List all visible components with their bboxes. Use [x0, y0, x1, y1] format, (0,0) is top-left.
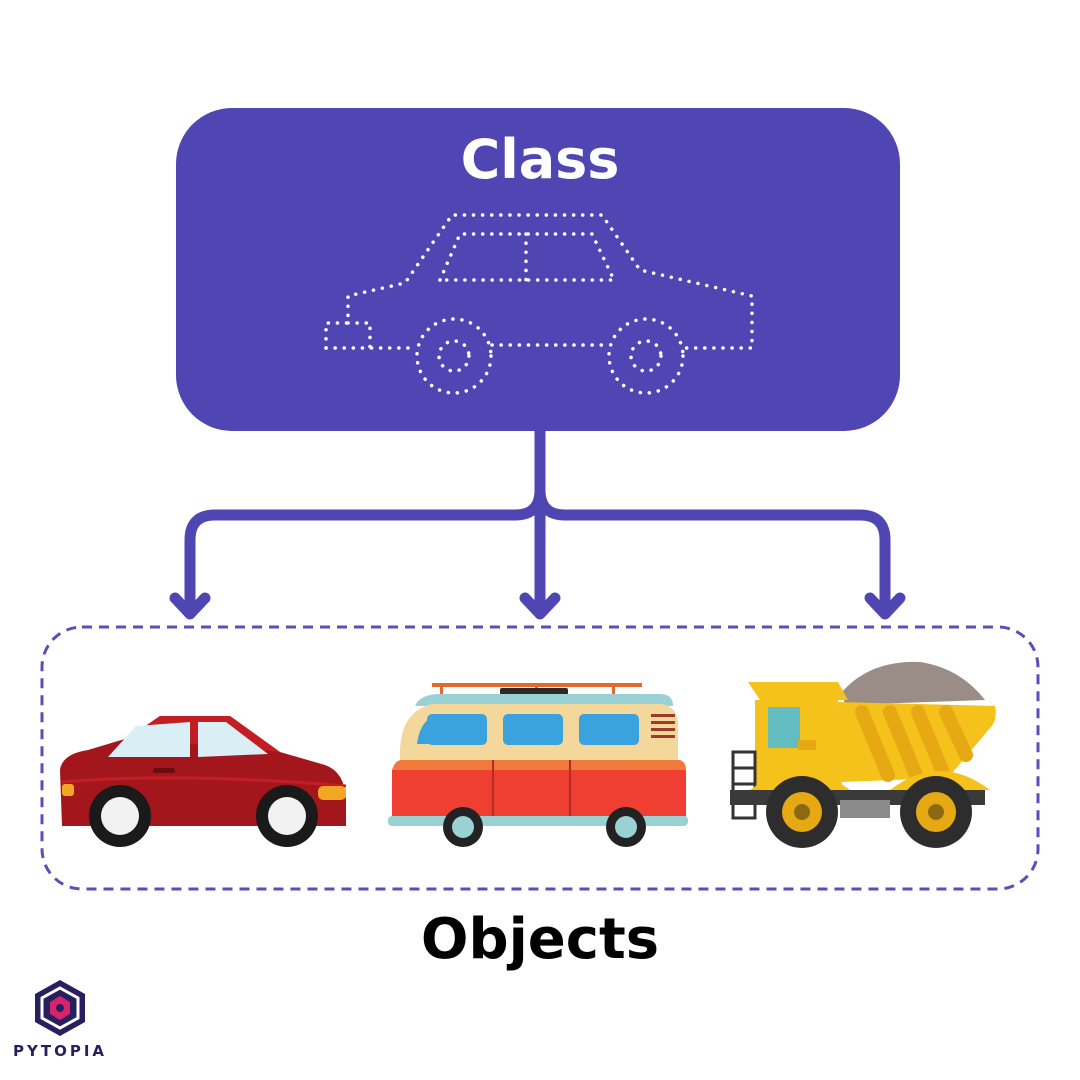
- red-camper-van-icon: [388, 683, 688, 847]
- yellow-dump-truck-icon: [730, 661, 996, 848]
- arrow-to-left-object: [184, 425, 546, 618]
- brand-name: PYTOPIA: [13, 1042, 107, 1060]
- arrowhead-left: [169, 592, 211, 620]
- arrowhead-middle: [519, 592, 561, 620]
- red-sedan-car-icon: [60, 716, 347, 847]
- objects-box: Objects: [40, 625, 1040, 972]
- class-box: Class: [176, 108, 900, 431]
- objects-title: Objects: [421, 907, 659, 972]
- pytopia-hexagon-logo-icon: [35, 980, 85, 1036]
- arrow-to-right-object: [534, 484, 891, 618]
- pytopia-brand: PYTOPIA: [13, 980, 107, 1060]
- class-title: Class: [461, 128, 620, 191]
- dotted-car-outline-icon: [324, 213, 754, 395]
- arrowhead-right: [864, 592, 906, 620]
- connector-arrows: [169, 425, 906, 620]
- class-box-background: [176, 108, 900, 431]
